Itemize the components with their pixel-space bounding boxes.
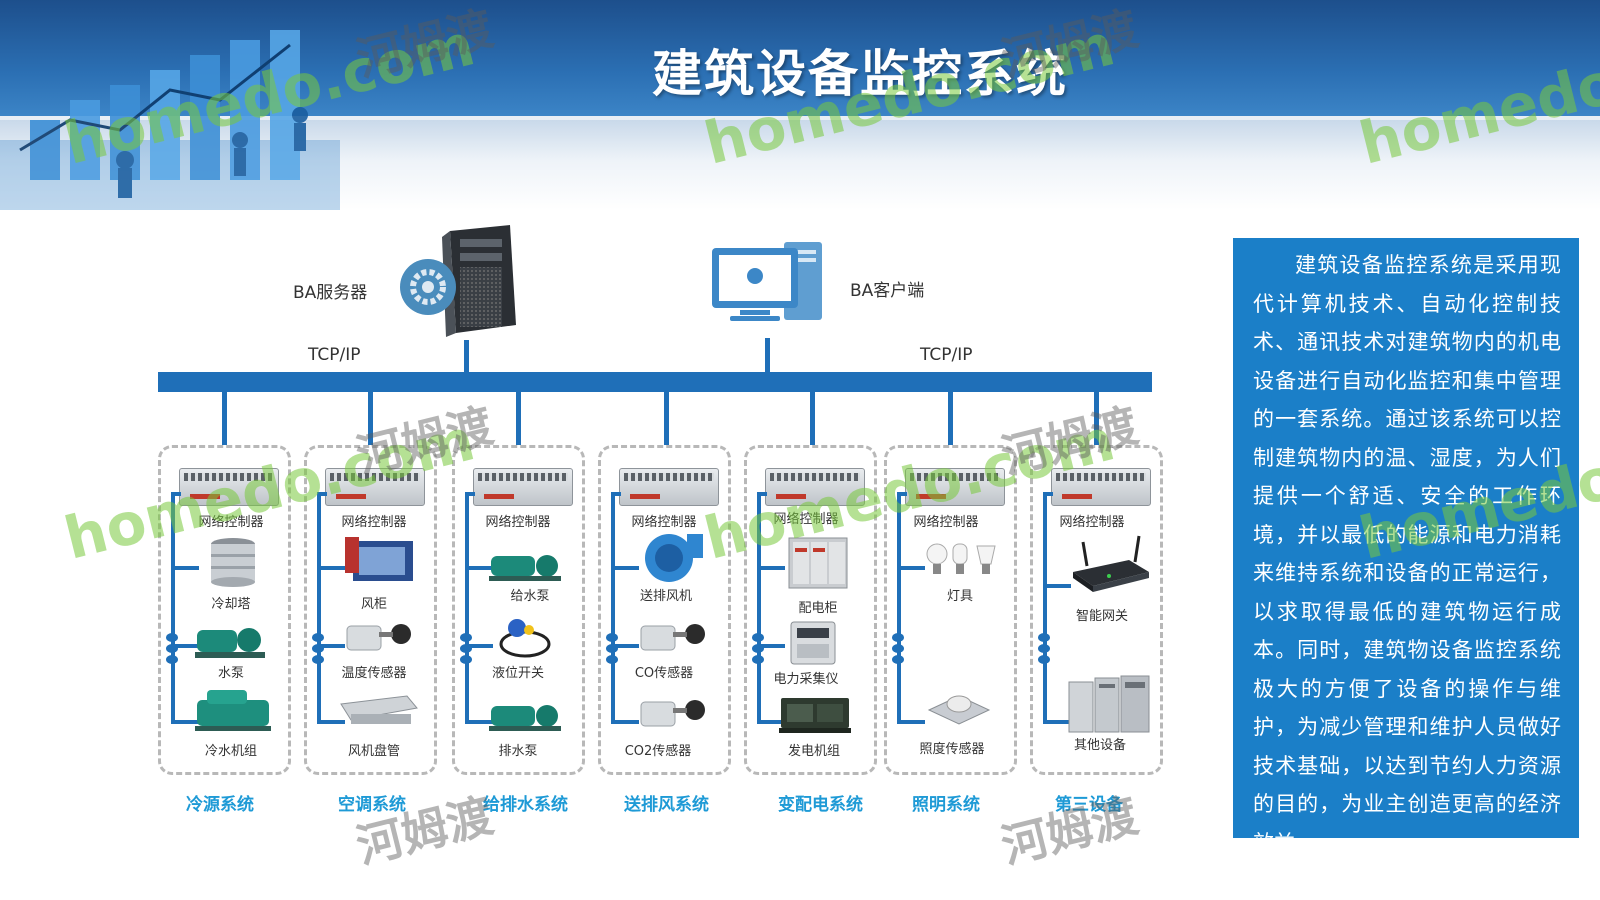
system-link (1094, 392, 1099, 449)
smart-gateway-icon (1073, 535, 1149, 592)
system-link (664, 392, 669, 449)
device-label: 风机盘管 (347, 744, 400, 759)
controller-label: 网络控制器 (198, 515, 264, 530)
system-link (222, 392, 227, 449)
network-controller-icon (1051, 468, 1151, 506)
system-box-air-conditioning: 网络控制器 风柜 温度传感器 风机盘管 (304, 445, 437, 775)
ventilation-fan-icon (645, 534, 703, 582)
desktop-computer-icon (712, 242, 822, 321)
co2-sensor-icon (640, 700, 705, 727)
header-fade (0, 120, 1600, 210)
distribution-cabinet-icon (788, 537, 848, 589)
supply-pump-icon (489, 555, 561, 581)
system-link (516, 392, 521, 449)
network-controller-icon (765, 468, 865, 506)
device-label: 排水泵 (498, 744, 538, 759)
device-label: 给水泵 (510, 589, 550, 604)
tcp-ip-label-right: TCP/IP (920, 345, 973, 365)
device-label: 送排风机 (639, 589, 692, 604)
system-name: 给排水系统 (483, 795, 568, 815)
system-name: 照明系统 (912, 795, 980, 815)
network-controller-icon (179, 468, 279, 506)
controller-label: 网络控制器 (631, 515, 697, 530)
air-handler-icon (345, 537, 413, 581)
header-divider (0, 116, 1600, 121)
water-pump-icon (195, 628, 265, 658)
device-label: 配电柜 (798, 601, 838, 616)
device-label: 灯具 (946, 589, 973, 604)
device-label: 风柜 (360, 597, 387, 612)
device-label: CO2传感器 (624, 744, 692, 759)
system-box-third-party: 网络控制器 智能网关 其他设备 (1030, 445, 1163, 775)
device-label: CO传感器 (634, 666, 694, 681)
bus-vertical (171, 492, 175, 724)
equipment-racks-icon (1068, 675, 1150, 733)
system-box-ventilation: 网络控制器 送排风机 CO传感器 CO2传感器 (598, 445, 731, 775)
network-controller-icon (325, 468, 425, 506)
system-name: 空调系统 (338, 795, 406, 815)
network-controller-icon (473, 468, 573, 506)
light-bulbs-icon (926, 543, 996, 574)
device-label: 照度传感器 (919, 742, 985, 757)
chiller-unit-icon (195, 690, 271, 731)
system-box-water-supply-drainage: 网络控制器 给水泵 液位开关 排水泵 (452, 445, 585, 775)
system-box-power-distribution: 网络控制器 配电柜 电力采集仪 发电机组 (744, 445, 877, 775)
network-controller-icon (905, 468, 1005, 506)
power-meter-icon (790, 621, 836, 665)
header-banner (0, 0, 1600, 120)
ba-client-label: BA客户端 (850, 281, 925, 301)
system-name: 送排风系统 (624, 795, 709, 815)
system-box-cold-source: 网络控制器 冷却塔 水泵 冷水机组 (158, 445, 291, 775)
tcp-ip-bus (158, 372, 1152, 392)
cooling-tower-icon (211, 538, 255, 587)
device-label: 冷水机组 (204, 744, 257, 759)
device-label: 其他设备 (1073, 738, 1126, 753)
device-label: 发电机组 (787, 744, 840, 759)
system-name: 冷源系统 (186, 795, 254, 815)
page-title: 建筑设备监控系统 (652, 45, 1068, 103)
drain-pump-icon (489, 705, 561, 731)
system-box-lighting: 网络控制器 灯具 照度传感器 (884, 445, 1017, 775)
device-label: 智能网关 (1075, 609, 1128, 624)
ba-server-label: BA服务器 (293, 283, 368, 303)
temperature-sensor-icon (346, 624, 411, 651)
illuminance-sensor-icon (927, 695, 991, 725)
device-label: 电力采集仪 (773, 672, 839, 687)
controller-label: 网络控制器 (1059, 515, 1125, 530)
client-link (765, 338, 770, 374)
system-link (810, 392, 815, 449)
device-label: 液位开关 (491, 666, 544, 681)
system-link (368, 392, 373, 449)
level-switch-icon (499, 619, 551, 658)
controller-label: 网络控制器 (773, 512, 839, 527)
controller-label: 网络控制器 (341, 515, 407, 530)
device-label: 水泵 (217, 666, 244, 681)
server-link (464, 340, 469, 374)
business-growth-graphic (0, 30, 340, 210)
network-controller-icon (619, 468, 719, 506)
tcp-ip-label-left: TCP/IP (308, 345, 361, 365)
controller-label: 网络控制器 (913, 515, 979, 530)
controller-label: 网络控制器 (485, 515, 551, 530)
description-panel: 建筑设备监控系统是采用现代计算机技术、自动化控制技术、通讯技术对建筑物内的机电设… (1233, 238, 1579, 855)
generator-set-icon (779, 698, 851, 733)
device-label: 温度传感器 (341, 666, 407, 681)
system-name: 变配电系统 (778, 795, 863, 815)
fan-coil-icon (340, 695, 418, 724)
server-tower-icon (400, 225, 516, 337)
system-name: 第三设备 (1055, 795, 1123, 815)
system-link (948, 392, 953, 449)
device-label: 冷却塔 (211, 597, 251, 612)
co-sensor-icon (640, 624, 705, 651)
